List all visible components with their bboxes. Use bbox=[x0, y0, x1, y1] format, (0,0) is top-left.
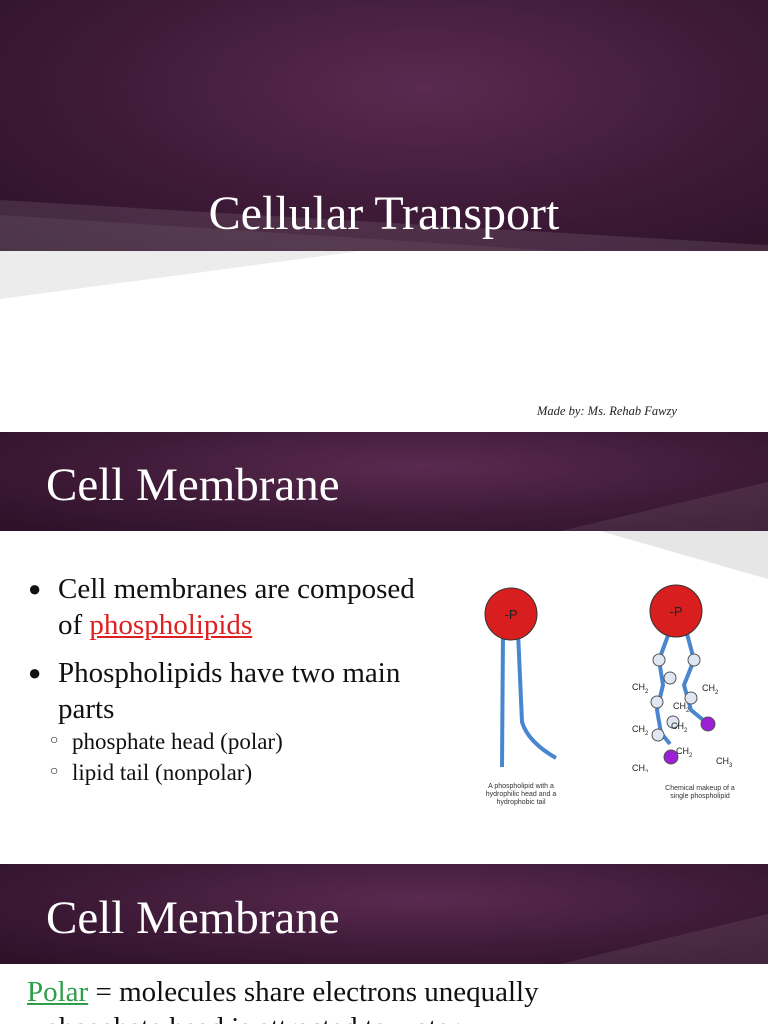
bullet-parts: ● Phospholipids have two main parts bbox=[28, 655, 401, 727]
cell-membrane-slide: Cell Membrane ● Cell membranes are compo… bbox=[0, 432, 768, 864]
panel-swoosh-decoration bbox=[600, 531, 768, 579]
head-label: -P bbox=[670, 604, 683, 619]
polar-definition-text: = molecules share electrons unequally bbox=[88, 976, 539, 1008]
svg-text:CH2: CH2 bbox=[632, 682, 649, 695]
polar-definition: Polar = molecules share electrons unequa… bbox=[27, 976, 539, 1009]
bullet-text-line2: parts bbox=[58, 693, 115, 725]
sub-bullet-circle: ○ bbox=[50, 733, 59, 748]
sub-bullet-text: phosphate head (polar) bbox=[72, 729, 283, 754]
bullet-dot: ● bbox=[28, 660, 42, 685]
cut-off-bullet: • phosphate head is attracted to water bbox=[27, 1012, 459, 1024]
header-banner bbox=[0, 864, 768, 964]
phospholipid-figure: -P -P CH2 CH2 CH2 CH2 CH2 CH2 bbox=[484, 584, 733, 772]
bullet-text-line2: of phospholipids bbox=[58, 607, 415, 643]
content-panel bbox=[0, 964, 768, 1024]
bullet-of: of bbox=[58, 609, 83, 641]
cell-membrane-slide-2: Cell Membrane Polar = molecules share el… bbox=[0, 864, 768, 1024]
sub-bullet-text: lipid tail (nonpolar) bbox=[72, 760, 253, 785]
figure-caption-left: A phospholipid with a hydrophilic head a… bbox=[485, 783, 557, 806]
title-white-panel bbox=[0, 251, 768, 432]
figure-caption-right: Chemical makeup of a single phospholipid bbox=[665, 785, 735, 800]
slide-heading: Cell Membrane bbox=[46, 892, 340, 944]
panel-swoosh-decoration bbox=[0, 251, 360, 299]
slide-heading: Cell Membrane bbox=[46, 459, 340, 511]
author-credit: Made by: Ms. Rehab Fawzy bbox=[537, 404, 677, 418]
slide-title: Cellular Transport bbox=[208, 187, 560, 240]
banner-swoosh-decoration bbox=[560, 914, 768, 964]
svg-text:CH2: CH2 bbox=[632, 763, 649, 772]
sub-bullet-tail: ○ lipid tail (nonpolar) bbox=[50, 760, 253, 786]
header-banner bbox=[0, 432, 768, 531]
sub-bullet-circle: ○ bbox=[50, 764, 59, 779]
svg-text:CH2: CH2 bbox=[632, 724, 649, 737]
svg-text:CH2: CH2 bbox=[673, 701, 690, 714]
phospholipid-simple: -P bbox=[484, 587, 557, 768]
svg-text:CH3: CH3 bbox=[716, 756, 733, 769]
title-slide: Cellular Transport Made by: Ms. Rehab Fa… bbox=[0, 0, 768, 432]
bullet-text: Cell membranes are composed bbox=[58, 573, 415, 605]
head-label: -P bbox=[505, 607, 518, 622]
svg-text:CH2: CH2 bbox=[676, 746, 693, 759]
title-banner bbox=[0, 0, 768, 251]
banner-swoosh-decoration bbox=[560, 482, 768, 531]
bullet-composition: ● Cell membranes are composed of phospho… bbox=[28, 571, 415, 643]
banner-swoosh-decoration bbox=[0, 200, 768, 251]
sub-bullet-head: ○ phosphate head (polar) bbox=[50, 729, 283, 755]
polar-link[interactable]: Polar bbox=[27, 976, 89, 1008]
phospholipid-chemical: -P CH2 CH2 CH2 CH2 CH2 CH2 CH2 CH3 CH3 bbox=[632, 584, 733, 772]
phospholipids-link[interactable]: phospholipids bbox=[89, 609, 253, 641]
content-panel bbox=[0, 531, 768, 864]
bullet-text: Phospholipids have two main bbox=[58, 657, 401, 689]
bullet-dot: ● bbox=[28, 576, 42, 601]
svg-text:CH2: CH2 bbox=[702, 683, 719, 696]
svg-text:CH2: CH2 bbox=[671, 721, 688, 734]
